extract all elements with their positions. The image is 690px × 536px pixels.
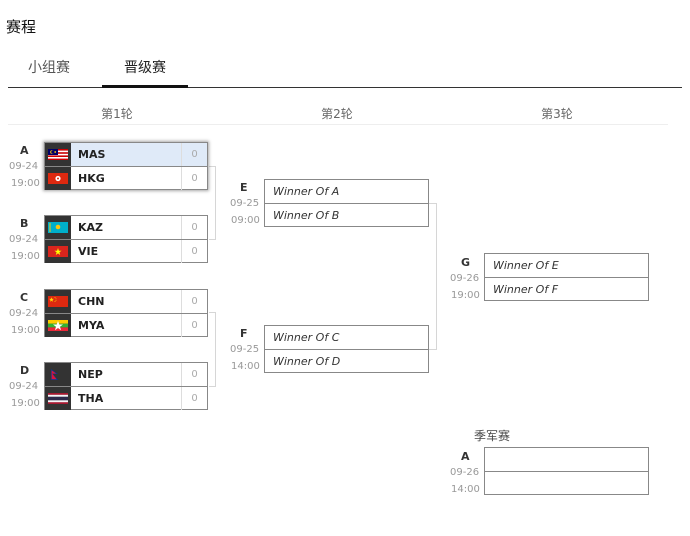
team-row[interactable]: THA 0 bbox=[45, 386, 207, 410]
connector bbox=[215, 312, 216, 387]
connector bbox=[429, 349, 437, 350]
match-label: E bbox=[240, 181, 248, 194]
team-code: MYA bbox=[78, 319, 105, 332]
kazakhstan-flag-icon bbox=[45, 216, 71, 239]
match-time: 19:00 bbox=[11, 398, 40, 409]
match-time: 09:00 bbox=[231, 215, 260, 226]
team-code: KAZ bbox=[78, 221, 104, 234]
thailand-flag-icon bbox=[45, 387, 71, 410]
match-box[interactable]: NEP 0 THA 0 bbox=[44, 362, 208, 410]
team-score: 0 bbox=[181, 143, 207, 166]
match-label: G bbox=[461, 256, 471, 269]
match-box[interactable]: CHN 0 MYA 0 bbox=[44, 289, 208, 337]
connector bbox=[429, 203, 437, 204]
myanmar-flag-icon bbox=[45, 314, 71, 337]
match-date: 09-24 bbox=[9, 381, 39, 392]
team-code: MAS bbox=[78, 148, 106, 161]
header-divider bbox=[8, 124, 668, 125]
match-time: 19:00 bbox=[11, 251, 40, 262]
team-score: 0 bbox=[181, 363, 207, 386]
slot-row[interactable]: Winner Of F bbox=[485, 277, 648, 300]
match-time: 19:00 bbox=[451, 290, 480, 301]
team-code: NEP bbox=[78, 368, 103, 381]
match-box[interactable]: Winner Of C Winner Of D bbox=[264, 325, 429, 373]
match-label: A bbox=[461, 450, 470, 463]
match-time: 14:00 bbox=[451, 484, 480, 495]
match-label: C bbox=[20, 291, 29, 304]
match-date: 09-26 bbox=[450, 273, 480, 284]
match-box[interactable]: KAZ 0 VIE 0 bbox=[44, 215, 208, 263]
connector bbox=[215, 166, 216, 240]
connector bbox=[209, 386, 215, 387]
slot-row[interactable] bbox=[485, 471, 648, 494]
team-code: THA bbox=[78, 392, 104, 405]
match-date: 09-25 bbox=[230, 344, 260, 355]
team-code: VIE bbox=[78, 245, 99, 258]
third-place-title: 季军赛 bbox=[474, 429, 511, 443]
team-score: 0 bbox=[181, 216, 207, 239]
match-box[interactable]: Winner Of A Winner Of B bbox=[264, 179, 429, 227]
match-label: B bbox=[20, 217, 29, 230]
match-box[interactable]: MAS 0 HKG 0 bbox=[44, 142, 208, 190]
connector bbox=[209, 312, 215, 313]
team-code: HKG bbox=[78, 172, 105, 185]
connector bbox=[209, 166, 215, 167]
match-box[interactable]: Winner Of E Winner Of F bbox=[484, 253, 649, 301]
round-2-header: 第2轮 bbox=[321, 107, 353, 121]
match-date: 09-24 bbox=[9, 161, 39, 172]
tab-group-stage[interactable]: 小组赛 bbox=[28, 60, 70, 76]
round-3-header: 第3轮 bbox=[541, 107, 573, 121]
match-date: 09-24 bbox=[9, 308, 39, 319]
match-time: 19:00 bbox=[11, 178, 40, 189]
team-code: CHN bbox=[78, 295, 105, 308]
page-title: 赛程 bbox=[6, 18, 37, 36]
connector bbox=[436, 203, 437, 350]
team-score: 0 bbox=[181, 387, 207, 410]
team-row[interactable]: HKG 0 bbox=[45, 166, 207, 190]
match-date: 09-26 bbox=[450, 467, 480, 478]
team-row[interactable]: NEP 0 bbox=[45, 363, 207, 386]
match-time: 14:00 bbox=[231, 361, 260, 372]
hong-kong-flag-icon bbox=[45, 167, 71, 190]
china-flag-icon bbox=[45, 290, 71, 313]
team-row[interactable]: VIE 0 bbox=[45, 239, 207, 263]
team-score: 0 bbox=[181, 290, 207, 313]
team-row[interactable]: KAZ 0 bbox=[45, 216, 207, 239]
team-row[interactable]: MYA 0 bbox=[45, 313, 207, 337]
match-time: 19:00 bbox=[11, 325, 40, 336]
nepal-flag-icon bbox=[45, 363, 71, 386]
match-label: F bbox=[240, 327, 248, 340]
match-box[interactable] bbox=[484, 447, 649, 495]
slot-row[interactable]: Winner Of E bbox=[493, 259, 559, 272]
team-score: 0 bbox=[181, 314, 207, 337]
match-label: D bbox=[20, 364, 30, 377]
slot-row[interactable]: Winner Of D bbox=[265, 349, 428, 372]
team-score: 0 bbox=[181, 167, 207, 190]
tab-knockout[interactable]: 晋级赛 bbox=[102, 58, 188, 88]
match-date: 09-25 bbox=[230, 198, 260, 209]
connector bbox=[209, 239, 215, 240]
match-date: 09-24 bbox=[9, 234, 39, 245]
vietnam-flag-icon bbox=[45, 240, 71, 263]
team-row[interactable]: MAS 0 bbox=[45, 143, 207, 166]
team-row[interactable]: CHN 0 bbox=[45, 290, 207, 313]
team-score: 0 bbox=[181, 240, 207, 263]
round-1-header: 第1轮 bbox=[101, 107, 133, 121]
slot-row[interactable] bbox=[485, 448, 648, 471]
tab-bar: 小组赛 晋级赛 bbox=[8, 58, 682, 88]
slot-row[interactable]: Winner Of A bbox=[273, 185, 340, 198]
slot-row[interactable]: Winner Of C bbox=[273, 331, 340, 344]
slot-row[interactable]: Winner Of B bbox=[265, 203, 428, 226]
malaysia-flag-icon bbox=[45, 143, 71, 166]
match-label: A bbox=[20, 144, 29, 157]
